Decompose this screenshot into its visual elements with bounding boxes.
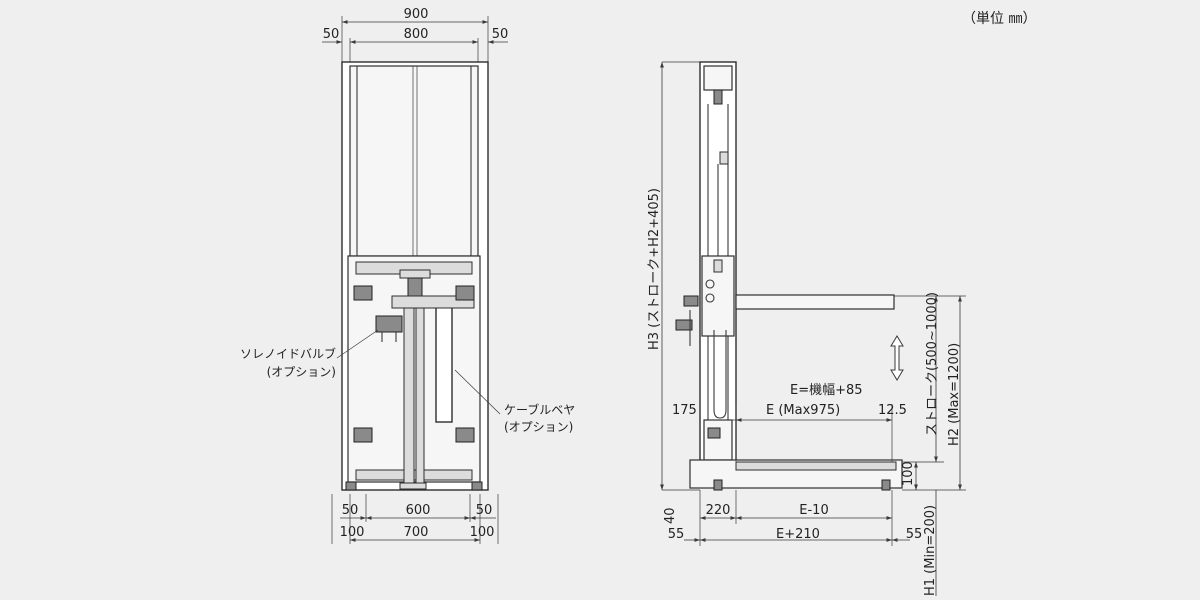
side-dim-h2: H2 (Max=1200) xyxy=(947,343,962,446)
front-dim-50-bottom-left: 50 xyxy=(342,503,359,518)
front-dim-100-right: 100 xyxy=(470,525,495,540)
solenoid-leader xyxy=(336,329,379,359)
stroke-arrow-icon xyxy=(890,335,904,381)
side-foot-left xyxy=(713,479,723,491)
side-guide-block xyxy=(719,151,729,165)
solenoid-valve-icon xyxy=(375,315,403,333)
front-bracket-tl xyxy=(353,285,373,301)
front-foot-left xyxy=(345,481,357,491)
side-dim-220: 220 xyxy=(706,503,731,518)
unit-note: （単位 ㎜） xyxy=(962,11,1037,27)
front-upper-panel xyxy=(349,65,479,257)
front-cylinder-rod xyxy=(403,299,415,486)
side-foot-right xyxy=(881,479,891,491)
side-view: H3 (ストローク+H2+405) 40 ストローク(500~1000) H2 … xyxy=(647,61,966,596)
front-dim-50-bottom-right: 50 xyxy=(476,503,493,518)
front-dim-50-right: 50 xyxy=(492,27,509,42)
solenoid-label-2: (オプション) xyxy=(267,365,336,379)
side-dim-h3: H3 (ストローク+H2+405) xyxy=(647,188,662,350)
side-dim-e-formula: E=機幅+85 xyxy=(790,383,863,398)
side-dim-stroke: ストローク(500~1000) xyxy=(925,292,940,436)
side-dim-12-5: 12.5 xyxy=(878,403,907,418)
front-cylinder-joint xyxy=(407,277,423,299)
side-lower-bracket xyxy=(707,427,721,439)
solenoid-label-1: ソレノイドバルブ xyxy=(240,346,336,361)
front-bracket-tr xyxy=(455,285,475,301)
front-bracket-br xyxy=(455,427,475,443)
side-cable-loop xyxy=(713,330,727,419)
front-cable-bear xyxy=(435,299,453,423)
cable-label-1: ケーブルベヤ xyxy=(504,402,575,417)
side-dim-e-minus-10: E-10 xyxy=(799,503,828,518)
front-bottom-dimensions xyxy=(331,494,499,544)
side-lower-block xyxy=(703,419,733,461)
side-fitting-upper xyxy=(683,295,699,307)
front-cylinder-head xyxy=(399,269,431,279)
cable-label-2: (オプション) xyxy=(504,420,573,434)
side-dim-e-plus-210: E+210 xyxy=(776,527,820,542)
front-dim-600: 600 xyxy=(406,503,431,518)
side-base-rail xyxy=(735,461,897,471)
side-dim-55-right: 55 xyxy=(906,527,923,542)
side-dim-e-max: E (Max975) xyxy=(766,403,840,418)
front-dim-900: 900 xyxy=(404,7,429,22)
side-dim-175: 175 xyxy=(672,403,697,418)
cable-leader xyxy=(454,369,501,415)
front-dim-50-left: 50 xyxy=(323,27,340,42)
side-fork-arm xyxy=(735,294,895,310)
side-dim-100: 100 xyxy=(901,461,916,486)
side-dim-h1: H1 (Min=200) xyxy=(923,505,938,596)
front-view: 900 800 50 50 600 700 50 50 100 100 ソレノイ… xyxy=(240,7,575,544)
side-column-cap xyxy=(703,65,733,91)
side-fitting-lower xyxy=(675,319,693,331)
side-dim-40: 40 xyxy=(663,507,678,524)
front-top-dimensions xyxy=(322,16,508,62)
front-rod-foot xyxy=(399,482,427,490)
front-foot-right xyxy=(471,481,483,491)
side-dim-55-left: 55 xyxy=(668,527,685,542)
front-dim-100-left: 100 xyxy=(340,525,365,540)
front-dim-800: 800 xyxy=(404,27,429,42)
side-top-bracket xyxy=(713,89,723,105)
front-dim-700: 700 xyxy=(404,525,429,540)
front-bracket-bl xyxy=(353,427,373,443)
side-carriage-block xyxy=(713,259,723,273)
front-guide-rod xyxy=(415,299,425,486)
front-mid-plate xyxy=(391,295,475,309)
